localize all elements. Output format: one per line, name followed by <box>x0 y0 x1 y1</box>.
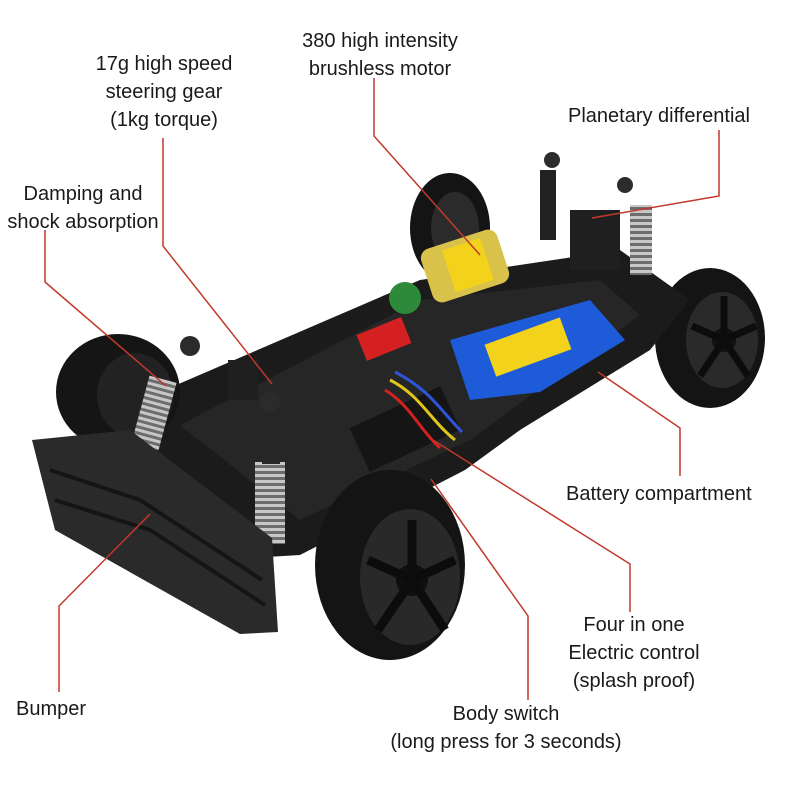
label-steering-gear: 17g high speed steering gear (1kg torque… <box>95 53 233 131</box>
red-connector <box>356 317 412 361</box>
battery <box>450 300 625 400</box>
leader-line-battery <box>597 371 681 476</box>
differential-housing <box>570 210 620 270</box>
label-battery: Battery compartment <box>566 483 752 505</box>
rear-shock-left <box>540 152 560 240</box>
leader-line-body-switch <box>430 478 529 700</box>
leader-line-bumper <box>58 513 151 692</box>
front-shock-right <box>255 392 285 544</box>
label-bumper: Bumper <box>16 698 87 720</box>
leader-line-steering <box>162 138 273 385</box>
motor <box>389 229 510 314</box>
leader-lines <box>44 78 720 700</box>
label-differential: Planetary differential <box>568 105 750 127</box>
front-shock-left <box>131 336 200 451</box>
leader-line-damping <box>44 230 167 387</box>
leader-line-motor <box>373 78 481 256</box>
label-body-switch: Body switch (long press for 3 seconds) <box>390 703 622 753</box>
bumper <box>32 430 278 634</box>
leader-line-differential <box>591 130 720 219</box>
front-right-wheel <box>315 470 465 660</box>
label-damping: Damping and shock absorption <box>7 183 159 233</box>
steering-servo <box>228 360 258 400</box>
label-esc: Four in one Electric control (splash pro… <box>568 614 700 692</box>
label-motor: 380 high intensity brushless motor <box>302 30 458 80</box>
rear-shock-right <box>617 177 652 275</box>
esc-board <box>349 370 464 472</box>
leader-line-esc <box>432 439 631 612</box>
